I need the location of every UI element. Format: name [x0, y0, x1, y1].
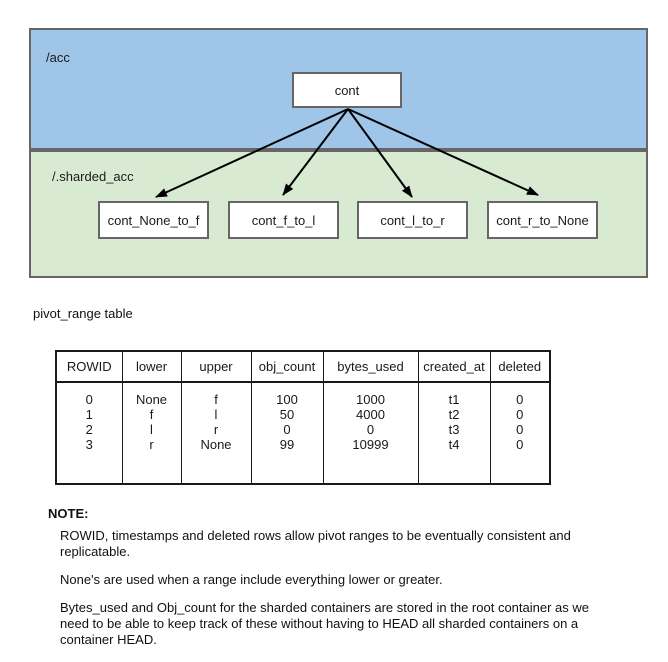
cell: 0 — [489, 407, 551, 422]
cell: 0 — [489, 437, 551, 452]
cell: 0 — [489, 422, 551, 437]
cell: r — [121, 437, 182, 452]
table-header-row: ROWID lower upper obj_count bytes_used c… — [55, 351, 551, 383]
cell: f — [121, 407, 182, 422]
arrow-cont-to-r-none — [347, 108, 539, 196]
col-header-upper: upper — [180, 351, 252, 383]
cell: 0 — [250, 422, 324, 437]
cell: 0 — [489, 382, 551, 407]
cell: t4 — [417, 437, 491, 452]
cell: l — [180, 407, 252, 422]
sharding-diagram: /acc /.sharded_acc cont cont_None_to_f c… — [29, 28, 648, 278]
cell: 4000 — [322, 407, 419, 422]
note-paragraph: Bytes_used and Obj_count for the sharded… — [60, 600, 589, 647]
note-section: NOTE: ROWID, timestamps and deleted rows… — [48, 506, 638, 660]
cell: 2 — [55, 422, 123, 437]
cell: 1000 — [322, 382, 419, 407]
cell: None — [121, 382, 182, 407]
cell: None — [180, 437, 252, 452]
node-cont-f-to-l-label: cont_f_to_l — [251, 212, 316, 228]
pivot-range-table: ROWID lower upper obj_count bytes_used c… — [55, 350, 551, 485]
cell: r — [180, 422, 252, 437]
col-header-deleted: deleted — [489, 351, 551, 383]
node-cont-l-to-r: cont_l_to_r — [357, 201, 468, 239]
col-header-created-at: created_at — [417, 351, 491, 383]
cell: t1 — [417, 382, 491, 407]
col-header-rowid: ROWID — [55, 351, 123, 383]
node-cont-l-to-r-label: cont_l_to_r — [380, 212, 445, 228]
zone-acc-label: /acc — [46, 50, 70, 65]
node-cont-label: cont — [334, 82, 360, 98]
note-heading: NOTE: — [48, 506, 89, 521]
note-paragraph: None's are used when a range include eve… — [60, 572, 443, 587]
note-paragraph: ROWID, timestamps and deleted rows allow… — [60, 528, 571, 559]
cell: f — [180, 382, 252, 407]
arrow-cont-to-none-f — [155, 108, 349, 198]
cell: 0 — [322, 422, 419, 437]
cell: 99 — [250, 437, 324, 452]
table-row: 3 r None 99 10999 t4 0 — [55, 437, 551, 452]
table-row: 2 l r 0 0 t3 0 — [55, 422, 551, 437]
node-cont-r-to-none: cont_r_to_None — [487, 201, 598, 239]
node-cont: cont — [292, 72, 402, 108]
arrow-cont-to-l-r — [347, 108, 413, 198]
node-cont-r-to-none-label: cont_r_to_None — [496, 212, 589, 228]
node-cont-none-to-f-label: cont_None_to_f — [107, 212, 200, 228]
diagram-arrows — [155, 108, 539, 198]
col-header-obj-count: obj_count — [250, 351, 324, 383]
table-title: pivot_range table — [33, 306, 133, 321]
table-filler-row — [55, 452, 551, 484]
zone-sharded-acc-label: /.sharded_acc — [52, 169, 134, 184]
cell: 1 — [55, 407, 123, 422]
cell: t2 — [417, 407, 491, 422]
cell: 50 — [250, 407, 324, 422]
col-header-bytes-used: bytes_used — [322, 351, 419, 383]
cell: t3 — [417, 422, 491, 437]
arrow-cont-to-f-l — [282, 108, 349, 196]
cell: 100 — [250, 382, 324, 407]
cell: 10999 — [322, 437, 419, 452]
cell: l — [121, 422, 182, 437]
table-row: 0 None f 100 1000 t1 0 — [55, 382, 551, 407]
node-cont-f-to-l: cont_f_to_l — [228, 201, 339, 239]
col-header-lower: lower — [121, 351, 182, 383]
node-cont-none-to-f: cont_None_to_f — [98, 201, 209, 239]
cell: 0 — [55, 382, 123, 407]
table-row: 1 f l 50 4000 t2 0 — [55, 407, 551, 422]
cell: 3 — [55, 437, 123, 452]
